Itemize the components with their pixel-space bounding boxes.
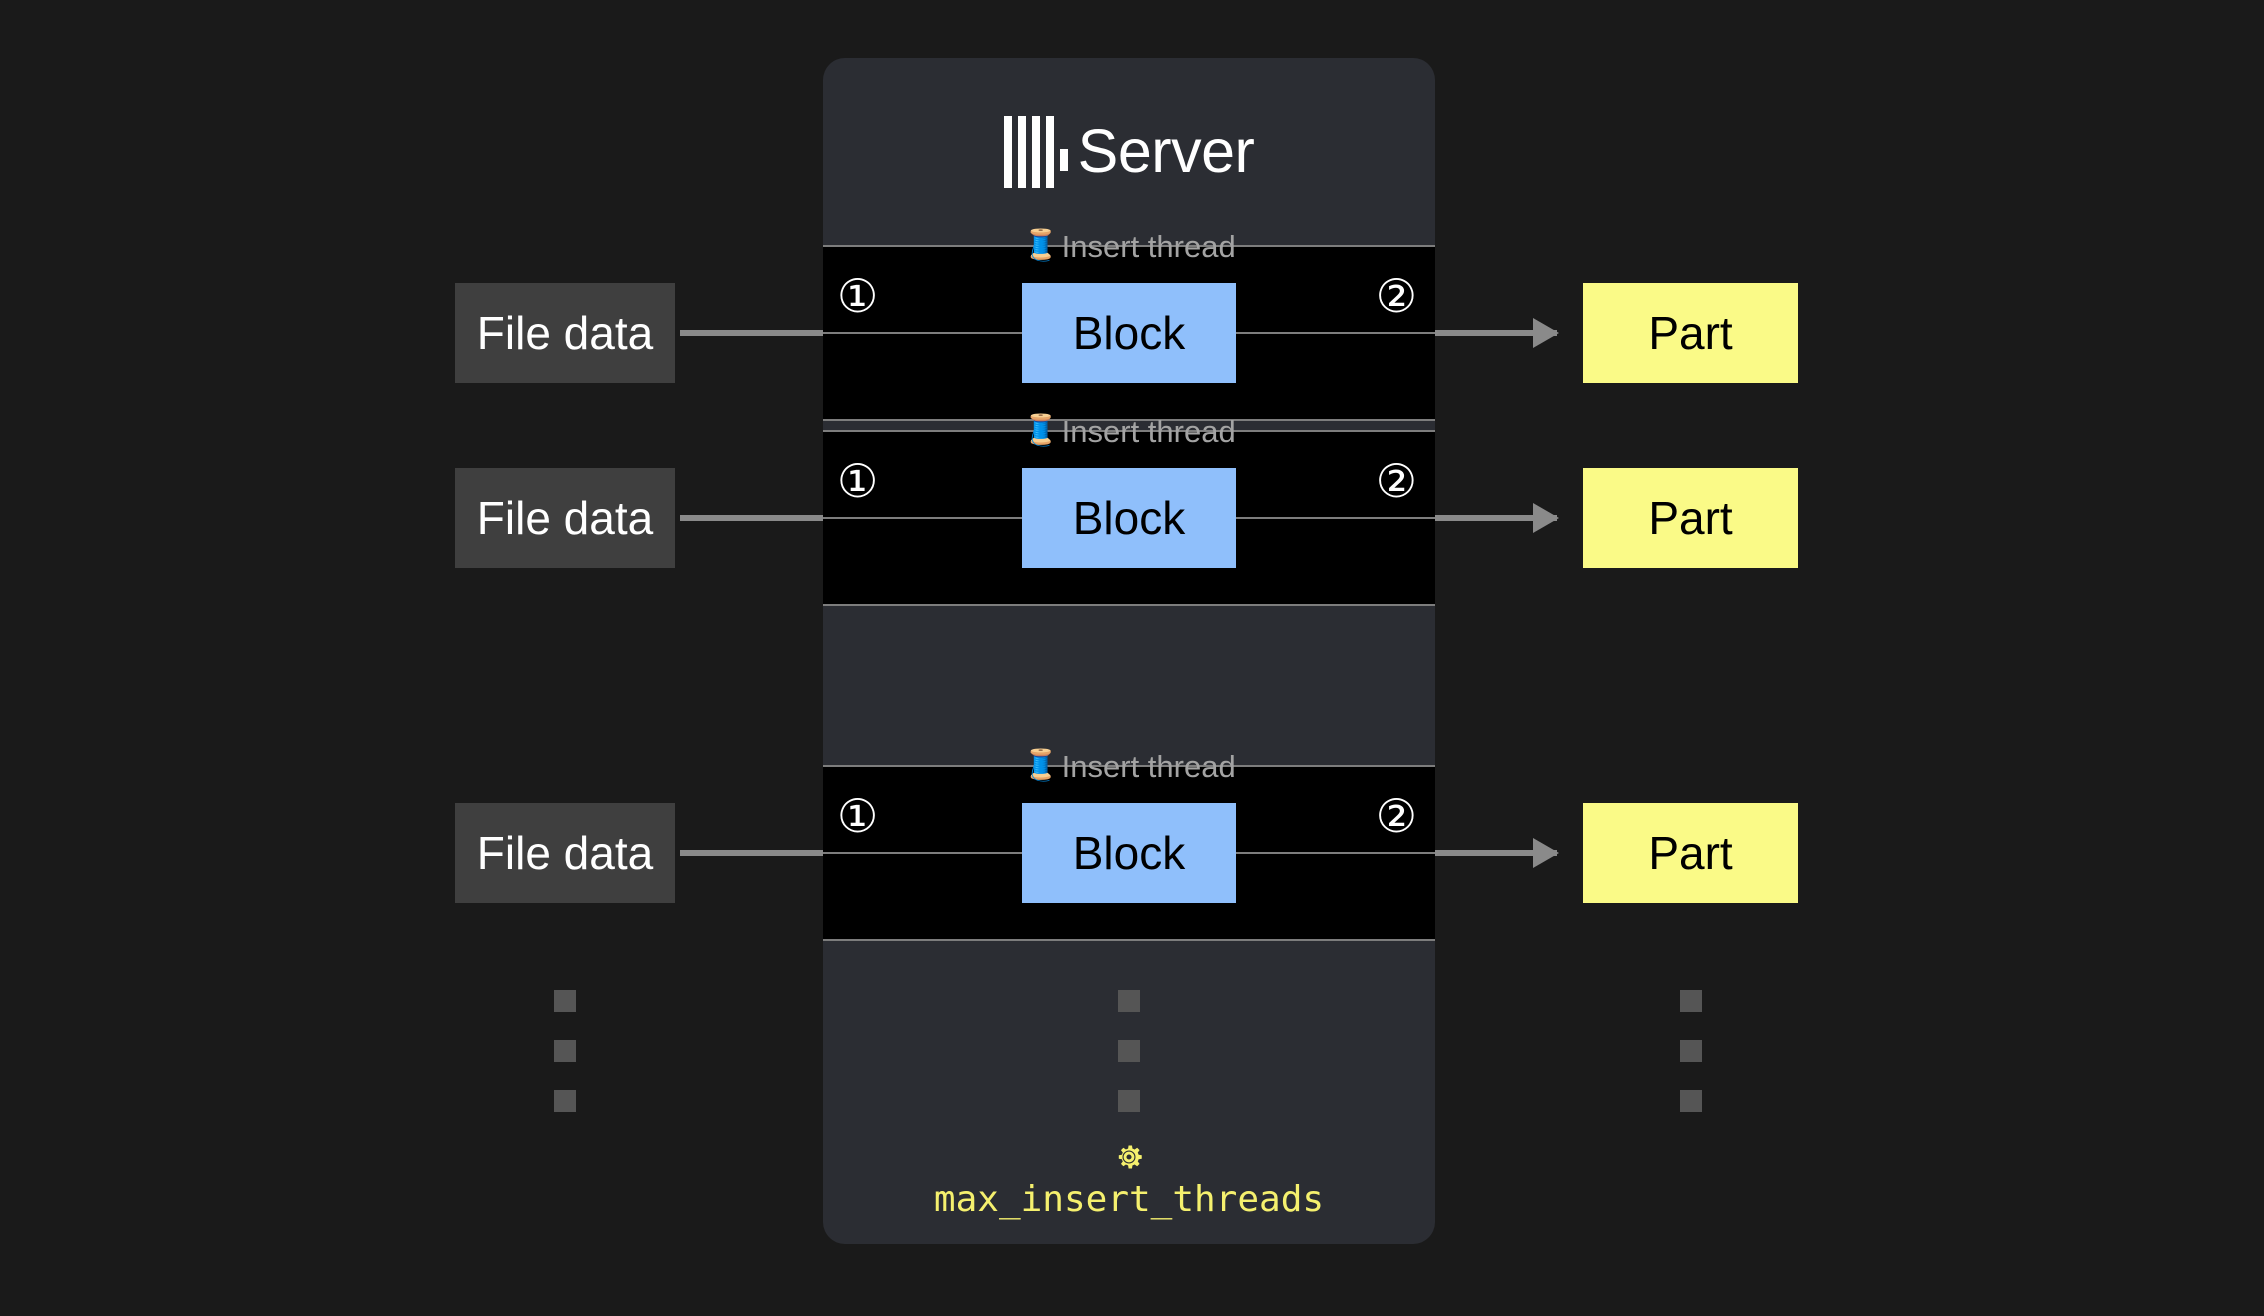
ellipsis-dot: [1680, 1090, 1702, 1112]
ellipsis-dot: [1680, 990, 1702, 1012]
ellipsis-dot: [554, 1040, 576, 1062]
ellipsis-dot: [1118, 1090, 1140, 1112]
ellipsis-dot: [1118, 990, 1140, 1012]
server-title: Server: [1077, 117, 1255, 185]
part-box-1: Part: [1583, 283, 1798, 383]
file-data-box-3: File data: [455, 803, 675, 903]
block-label: Block: [1072, 307, 1186, 359]
ellipsis-dot: [1118, 1040, 1140, 1062]
block-label: Block: [1072, 492, 1186, 544]
block-box-3: Block: [1022, 803, 1236, 903]
file-data-label: File data: [476, 307, 654, 359]
part-label: Part: [1648, 492, 1733, 544]
server-card: Server 🧵 Insert thread ① ② 🧵 Insert thre…: [823, 58, 1435, 1244]
step-marker-1-out: ②: [1375, 269, 1417, 323]
vertical-ellipsis-icon-left: [554, 990, 576, 1112]
file-data-label: File data: [476, 827, 654, 879]
block-box-2: Block: [1022, 468, 1236, 568]
clickhouse-logo-icon: [1003, 115, 1068, 188]
file-data-box-1: File data: [455, 283, 675, 383]
insert-thread-text: Insert thread: [1061, 748, 1236, 784]
server-header: Server: [823, 58, 1435, 245]
step-marker-3-out: ②: [1375, 789, 1417, 843]
part-box-2: Part: [1583, 468, 1798, 568]
step-marker-2-out: ②: [1375, 454, 1417, 508]
setting-name: max_insert_threads: [933, 1179, 1325, 1220]
part-label: Part: [1648, 827, 1733, 879]
insert-thread-label-3: 🧵 Insert thread: [823, 742, 1435, 790]
gear-icon: [1118, 1145, 1142, 1169]
block-box-1: Block: [1022, 283, 1236, 383]
block-label: Block: [1072, 827, 1186, 879]
thread-spool-icon: 🧵: [1022, 749, 1060, 782]
part-box-3: Part: [1583, 803, 1798, 903]
step-marker-2-in: ①: [837, 454, 879, 508]
step-marker-3-in: ①: [837, 789, 879, 843]
step-marker-1-in: ①: [837, 269, 879, 323]
file-data-box-2: File data: [455, 468, 675, 568]
ellipsis-dot: [554, 1090, 576, 1112]
vertical-ellipsis-icon-center: [1118, 990, 1140, 1112]
ellipsis-dot: [554, 990, 576, 1012]
part-label: Part: [1648, 307, 1733, 359]
vertical-ellipsis-icon-right: [1680, 990, 1702, 1112]
file-data-label: File data: [476, 492, 654, 544]
max-insert-threads-setting: max_insert_threads: [823, 1140, 1435, 1218]
ellipsis-dot: [1680, 1040, 1702, 1062]
